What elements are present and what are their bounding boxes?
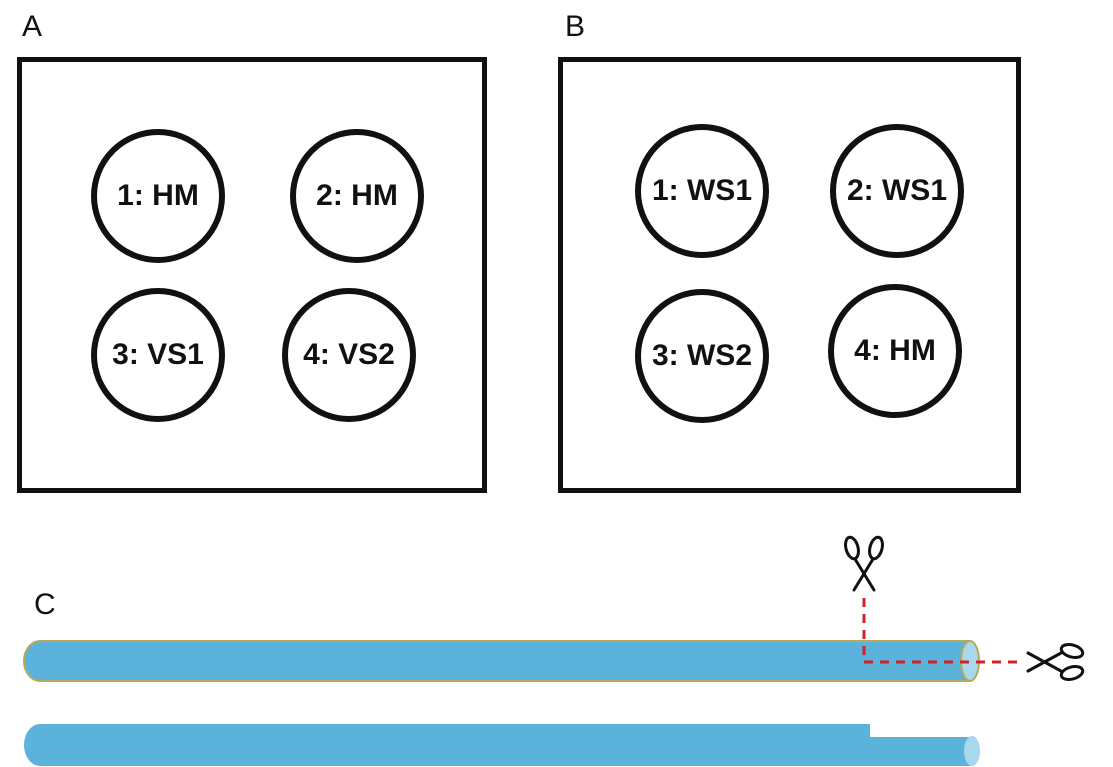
upper-tube	[23, 640, 980, 682]
well-a-1: 1: HM	[91, 129, 225, 263]
scissors-icon	[844, 535, 884, 592]
well-label: 3: WS2	[651, 339, 753, 372]
well-label: 4: HM	[854, 334, 936, 367]
well-a-4: 4: VS2	[282, 288, 416, 422]
scissors-icon	[1026, 643, 1085, 681]
lower-tube	[24, 724, 980, 766]
lower-tube-end	[964, 736, 980, 766]
well-label: 1: HM	[117, 179, 199, 212]
panel-c-letter: C	[34, 588, 56, 621]
well-label: 1: WS1	[651, 174, 753, 207]
cut-lines	[862, 598, 1018, 664]
well-b-2: 2: WS1	[830, 124, 964, 258]
upper-tube-body	[23, 640, 971, 682]
lower-tube-body	[24, 724, 972, 766]
well-a-2: 2: HM	[290, 129, 424, 263]
well-label: 3: VS1	[112, 338, 204, 371]
plate-b: 1: WS1 2: WS1 3: WS2 4: HM	[558, 57, 1021, 493]
well-label: 2: WS1	[846, 174, 948, 207]
well-b-3: 3: WS2	[635, 289, 769, 423]
well-b-1: 1: WS1	[635, 124, 769, 258]
panel-b-letter: B	[565, 10, 586, 43]
plate-a: 1: HM 2: HM 3: VS1 4: VS2	[17, 57, 487, 493]
well-label: 4: VS2	[303, 338, 395, 371]
panel-a-letter: A	[22, 10, 43, 43]
well-a-3: 3: VS1	[91, 288, 225, 422]
well-label: 2: HM	[316, 179, 398, 212]
well-b-4: 4: HM	[828, 284, 962, 418]
